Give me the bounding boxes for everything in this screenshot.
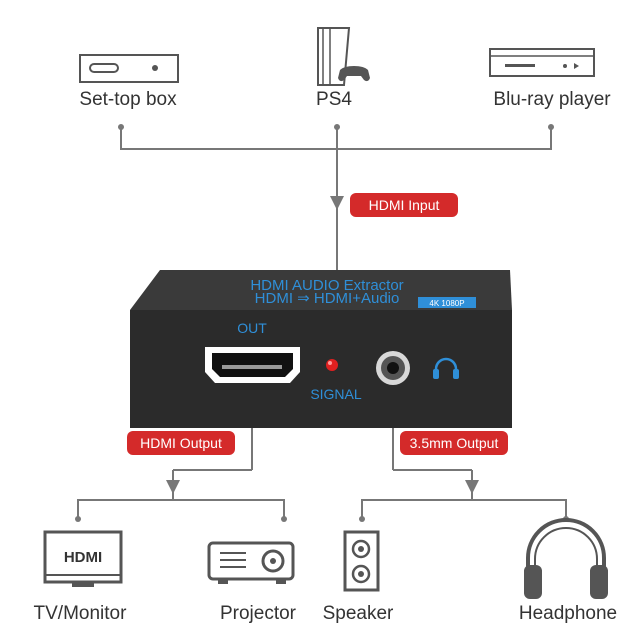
speaker-icon <box>343 530 380 592</box>
projector-label: Projector <box>220 603 297 624</box>
device-top-face <box>130 270 512 310</box>
headphone-label: Headphone <box>519 603 617 624</box>
projector-icon <box>207 541 295 584</box>
ps4-icon <box>317 27 370 86</box>
tv-screen-text: HDMI <box>64 549 102 566</box>
hdmi-audio-extractor: HDMI AUDIO Extractor HDMI ⇒ HDMI+Audio 4… <box>130 270 512 428</box>
device-badge: 4K 1080P <box>429 299 464 308</box>
settop-box-label: Set-top box <box>79 89 177 110</box>
svg-text:HDMI Input: HDMI Input <box>369 197 440 213</box>
audio-output-tag: 3.5mm Output <box>400 431 508 455</box>
ps4-label: PS4 <box>316 89 352 110</box>
headphone-icon <box>524 518 608 599</box>
input-wiring <box>118 124 554 270</box>
signal-led <box>326 359 338 371</box>
device-title: HDMI AUDIO Extractor <box>250 277 403 294</box>
bluray-player-label: Blu-ray player <box>493 89 611 110</box>
svg-text:3.5mm Output: 3.5mm Output <box>410 435 499 451</box>
device-front-face <box>130 310 512 428</box>
out-label: OUT <box>237 320 267 336</box>
hdmi-input-tag: HDMI Input <box>350 193 458 217</box>
signal-label: SIGNAL <box>310 386 362 402</box>
hdmi-output-tag: HDMI Output <box>127 431 235 455</box>
tv-monitor-icon: HDMI <box>43 530 123 587</box>
bluray-player-icon <box>489 48 595 77</box>
headphone-symbol-icon <box>433 357 459 379</box>
tv-monitor-label: TV/Monitor <box>34 603 128 624</box>
svg-text:HDMI Output: HDMI Output <box>140 435 222 451</box>
hdmi-out-port <box>205 347 300 383</box>
hdmi-output-wiring <box>75 428 287 522</box>
settop-box-icon <box>79 54 179 83</box>
speaker-label: Speaker <box>323 603 394 624</box>
audio-jack-port <box>376 351 410 385</box>
device-subtitle: HDMI ⇒ HDMI+Audio <box>255 290 400 307</box>
